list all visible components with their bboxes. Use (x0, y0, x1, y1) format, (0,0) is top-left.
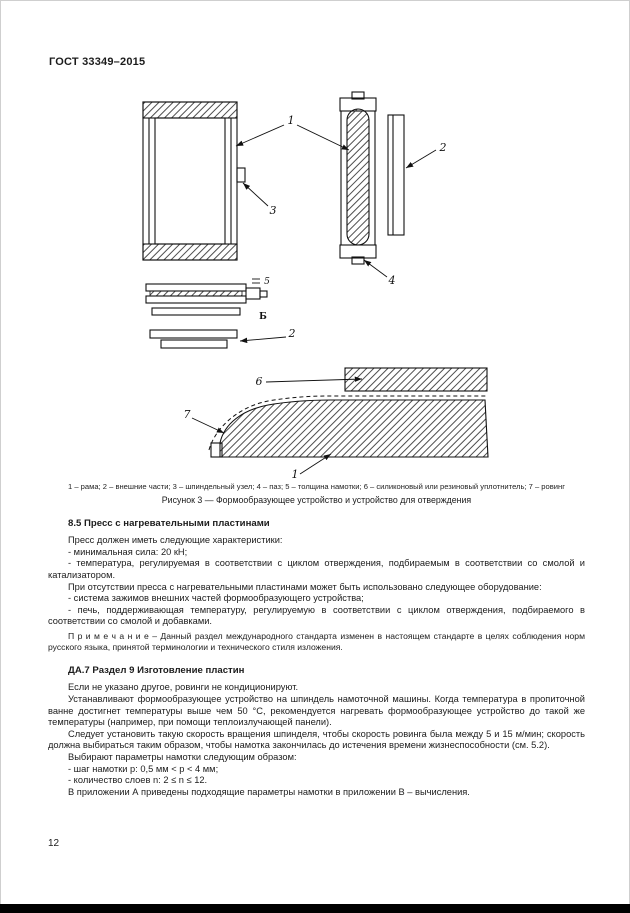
scan-edge-bar (0, 904, 630, 913)
page-number: 12 (48, 838, 60, 849)
text-block: 1 – рама; 2 – внешние части; 3 – шпиндел… (48, 482, 585, 798)
callout-7: 7 (184, 408, 191, 421)
drawing-seal-strip (344, 367, 488, 392)
document-code: ГОСТ 33349–2015 (49, 56, 146, 68)
section-heading-da7: ДА.7 Раздел 9 Изготовление пластин (68, 664, 245, 676)
paragraph-da7-6: - количество слоев n: 2 ≤ n ≤ 12. (68, 775, 208, 786)
figure-legend: 1 – рама; 2 – внешние части; 3 – шпиндел… (68, 482, 565, 491)
figure-3-drawing: 1 2 3 4 5 2 6 7 1 Б (142, 91, 489, 480)
figure-caption: Рисунок 3 — Формообразующее устройство и… (161, 494, 472, 505)
paragraph-press-1: Пресс должен иметь следующие характерист… (68, 535, 283, 546)
paragraph-press-3: - температура, регулируемая в соответств… (48, 558, 585, 580)
paragraph-da7-4: Выбирают параметры намотки следующим обр… (68, 751, 297, 762)
drawing-frame-front-view (142, 101, 246, 261)
view-label-b: Б (259, 312, 267, 322)
paragraph-press-2: - минимальная сила: 20 кН; (68, 546, 188, 557)
drawing-press-assembly (145, 278, 268, 316)
drawing-outer-plate (387, 114, 405, 236)
paragraph-da7-7: В приложении А приведены подходящие пара… (68, 786, 470, 797)
section-heading-press: 8.5 Пресс с нагревательными пластинами (68, 517, 270, 529)
paragraph-press-5: - система зажимов внешних частей формооб… (68, 593, 364, 604)
callout-1-winding: 1 (292, 468, 299, 480)
callout-2-plate: 2 (439, 141, 447, 154)
callout-2-part: 2 (288, 327, 296, 340)
drawing-winding-section (208, 395, 489, 458)
paragraph-da7-1: Если не указано другое, ровинги не конди… (68, 682, 299, 693)
paragraph-press-6: - печь, поддерживающая температуру, регу… (48, 604, 585, 627)
drawing-mould-section (339, 91, 377, 265)
callout-3: 3 (270, 204, 277, 217)
paragraph-da7-2: Устанавливают формообразующее устройство… (48, 693, 585, 728)
callout-1: 1 (288, 114, 295, 127)
callout-6: 6 (256, 375, 263, 388)
callout-5: 5 (264, 277, 270, 287)
callout-leaders (191, 124, 437, 475)
paragraph-da7-3: Следует установить такую скорость вращен… (48, 728, 585, 751)
note-paragraph: П р и м е ч а н и е – Данный раздел межд… (48, 630, 585, 652)
paragraph-press-4: При отсутствии пресса с нагревательными … (68, 581, 542, 592)
drawing-clamp-part (149, 329, 238, 349)
paragraph-da7-5: - шаг намотки р: 0,5 мм < р < 4 мм; (68, 763, 219, 774)
callout-4: 4 (388, 274, 396, 287)
